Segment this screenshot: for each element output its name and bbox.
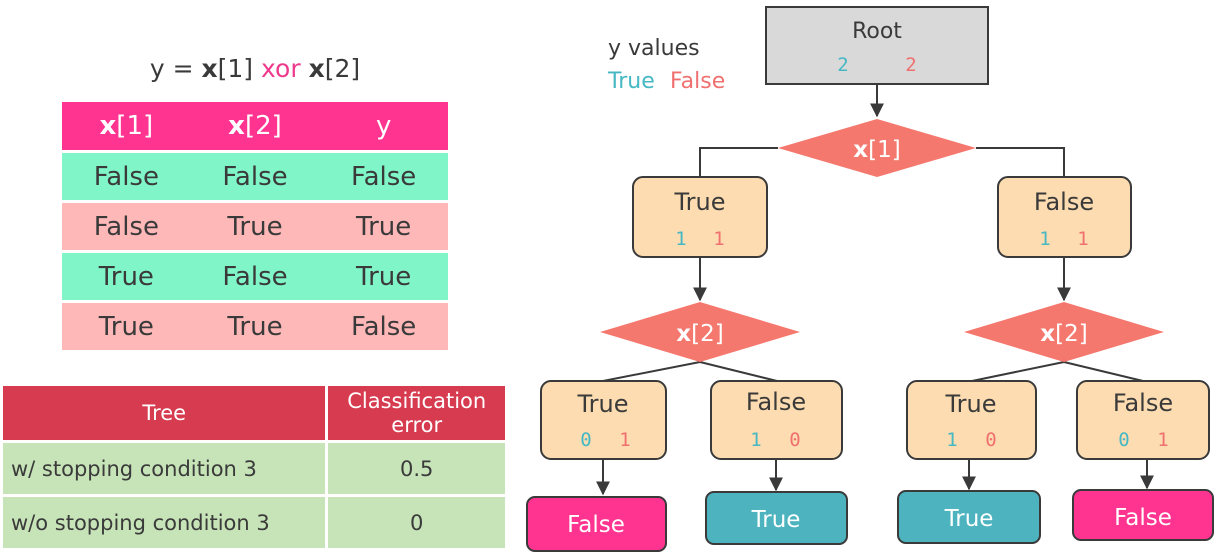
table-cell: True [319,253,448,300]
node-rl: True 1 0 [906,380,1037,460]
svg-text:False: False [1114,505,1172,531]
header-tree: Tree [3,386,326,440]
split-x2-right-diamond: x[2] [964,302,1164,362]
svg-text:1: 1 [1039,228,1050,250]
svg-text:x[2]: x[2] [1040,321,1087,347]
svg-text:1: 1 [946,429,957,451]
tree-connectors [596,84,1154,496]
svg-text:1: 1 [750,429,761,451]
root-label: Root [852,19,902,44]
xor-formula: y = x[1] xor x[2] [62,54,448,83]
error-value: 0.5 [328,443,505,494]
right-node: False 1 1 [997,176,1132,258]
table-cell: False [319,303,448,350]
root-node: Root 2 2 [765,6,989,85]
header-y: y [319,102,448,150]
formula-x2: x [308,54,325,83]
classification-error-table: Tree Classification error w/ stopping co… [0,383,508,551]
leaf-rr: False [1072,489,1214,541]
leaf-lr: True [705,491,848,545]
legend-true: True [607,69,655,94]
formula-x2-index: [2] [324,54,361,83]
tree-label: w/ stopping condition 3 [3,443,326,494]
node-rr: False 0 1 [1076,380,1210,460]
table-cell: False [319,153,448,200]
leaf-rl: True [897,490,1041,544]
table-row: True False True [62,253,448,300]
formula-x1-index: [1] [217,54,254,83]
svg-text:1: 1 [1077,228,1088,250]
svg-text:True: True [674,188,726,216]
tree-label: w/o stopping condition 3 [3,497,326,548]
truth-table: x[1] x[2] y False False False False True… [62,99,448,353]
split-x2-left-diamond: x[2] [600,302,800,362]
table-cell: True [190,203,320,250]
header-x2: x[2] [190,102,320,150]
table-cell: True [62,303,191,350]
leaf-ll: False [526,496,667,552]
table-cell: True [62,253,191,300]
table-cell: True [190,303,320,350]
svg-text:False: False [1034,188,1094,216]
svg-text:0: 0 [789,429,800,451]
svg-text:0: 0 [985,429,996,451]
svg-text:False: False [567,512,625,538]
svg-text:True: True [751,507,801,533]
table-row: w/o stopping condition 3 0 [3,497,505,548]
svg-text:True: True [944,506,994,532]
split-x1-diamond: x[1] [778,119,976,177]
table-cell: True [319,203,448,250]
table-row: False True True [62,203,448,250]
legend-title: y values [608,36,700,61]
legend-false: False [670,69,725,94]
header-classification-error: Classification error [328,386,505,440]
svg-text:1: 1 [619,429,630,451]
error-table-header-row: Tree Classification error [3,386,505,440]
svg-text:True: True [945,390,997,418]
table-row: False False False [62,153,448,200]
table-row: True True False [62,303,448,350]
svg-text:x[1]: x[1] [853,137,900,163]
table-cell: False [62,203,191,250]
table-cell: False [190,153,320,200]
formula-operator: xor [261,54,301,83]
error-value: 0 [328,497,505,548]
node-lr: False 1 0 [710,380,843,460]
svg-text:True: True [577,390,629,418]
table-cell: False [62,153,191,200]
svg-text:0: 0 [580,429,591,451]
table-row: w/ stopping condition 3 0.5 [3,443,505,494]
formula-y: y = [149,54,194,83]
svg-text:False: False [746,388,806,416]
root-true-count: 2 [837,54,848,76]
svg-text:False: False [1113,389,1173,417]
svg-text:x[2]: x[2] [676,321,723,347]
svg-text:1: 1 [675,228,686,250]
root-false-count: 2 [905,54,916,76]
svg-text:0: 0 [1118,429,1129,451]
formula-x1: x [201,54,218,83]
left-node: True 1 1 [632,176,768,258]
svg-text:1: 1 [1157,429,1168,451]
truth-table-header-row: x[1] x[2] y [62,102,448,150]
node-ll: True 0 1 [540,380,667,460]
svg-text:1: 1 [713,228,724,250]
header-x1: x[1] [62,102,191,150]
table-cell: False [190,253,320,300]
